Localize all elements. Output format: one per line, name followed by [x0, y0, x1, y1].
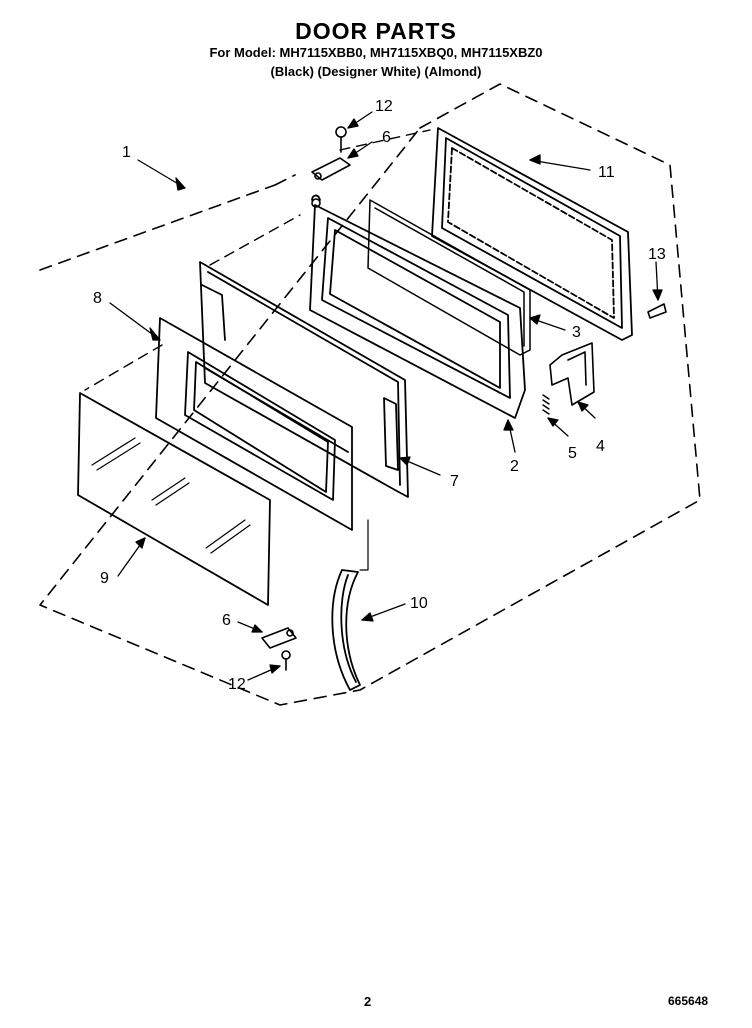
callout-4: 4 — [596, 438, 605, 455]
callout-8: 8 — [93, 290, 102, 307]
assembly-boundary — [39, 83, 701, 706]
part-3-mesh-panel — [367, 199, 531, 356]
part-2-inner-frame — [309, 194, 526, 419]
part-5-spring — [542, 394, 550, 415]
inner-dashed-line-2 — [209, 214, 301, 266]
callout-3: 3 — [572, 324, 581, 341]
callout-12-bottom: 12 — [228, 676, 246, 693]
page-number: 2 — [364, 994, 372, 1009]
part-4-latch — [549, 342, 595, 406]
model-list: For Model: MH7115XBB0, MH7115XBQ0, MH711… — [209, 45, 543, 60]
part-8-trim-panel — [155, 317, 353, 531]
part-12-screw-top — [335, 126, 347, 153]
color-list: (Black) (Designer White) (Almond) — [270, 64, 482, 79]
part-12-screw-bottom — [281, 650, 291, 671]
inner-dashed-line-3 — [339, 129, 431, 151]
part-11-choke-frame — [431, 127, 633, 341]
page-title: DOOR PARTS — [295, 18, 457, 44]
part-9-outer-glass — [77, 392, 271, 606]
callout-6-bottom: 6 — [222, 612, 231, 629]
callout-6-top: 6 — [382, 129, 391, 146]
callout-11: 11 — [598, 164, 615, 181]
callout-10: 10 — [410, 595, 428, 612]
callout-13: 13 — [648, 246, 666, 263]
part-6-hinge-top — [311, 157, 351, 208]
part-13-screw — [647, 303, 667, 319]
part-10-handle — [331, 519, 369, 691]
callout-2: 2 — [510, 458, 519, 475]
inner-dashed-line — [84, 344, 163, 391]
callout-7: 7 — [450, 473, 459, 490]
callout-5: 5 — [568, 445, 577, 462]
part-6-hinge-bottom — [261, 627, 297, 649]
document-number: 665648 — [668, 994, 709, 1008]
callout-12-top: 12 — [375, 98, 393, 115]
leader-lines — [109, 111, 663, 681]
callout-1: 1 — [122, 144, 131, 161]
callout-9: 9 — [100, 570, 109, 587]
